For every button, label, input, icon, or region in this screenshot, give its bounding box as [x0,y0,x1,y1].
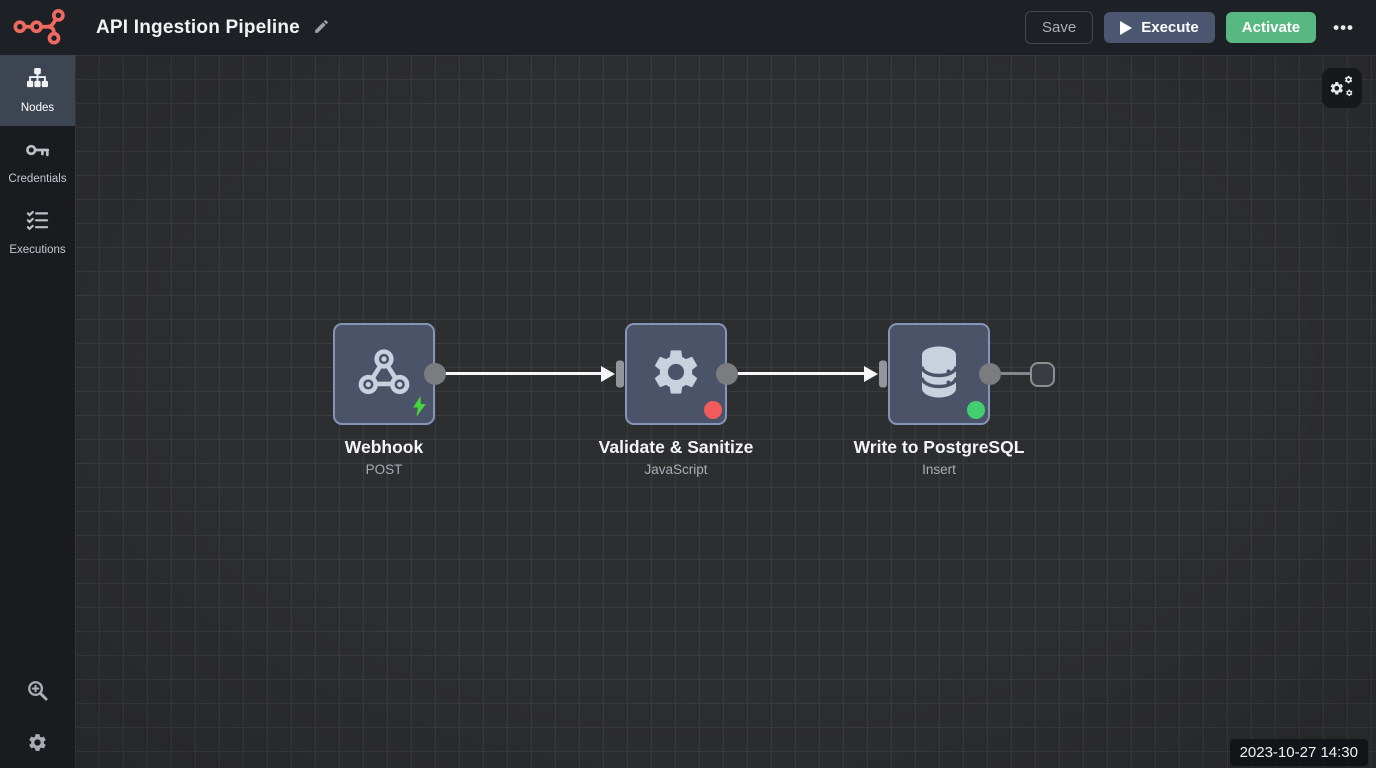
node-title: Validate & Sanitize [598,437,754,457]
connection-webhook-to-validate[interactable] [443,372,601,375]
sidebar-item-label: Nodes [20,102,55,114]
node-postgres-box[interactable] [879,323,1001,425]
execute-button[interactable]: Execute [1104,12,1215,43]
brand-nodes-icon [11,4,69,51]
gears-icon [1329,74,1355,103]
success-status-dot [967,401,985,419]
output-port[interactable] [424,363,446,385]
node-title: Webhook [344,437,424,457]
zoom-in-icon [26,679,49,705]
timestamp-badge: 2023-10-27 14:30 [1229,739,1368,766]
execute-button-label: Execute [1141,19,1199,36]
output-port[interactable] [716,363,738,385]
node-validate-box[interactable] [616,323,738,425]
database-icon [915,344,963,405]
webhook-icon [358,347,410,402]
node-webhook-box[interactable] [333,323,446,425]
node-write-postgresql: Write to PostgreSQL Insert [854,323,1024,477]
sidebar-item-credentials[interactable]: Credentials [0,126,75,197]
list-check-icon [26,209,49,237]
error-status-dot [704,401,722,419]
app-logo [10,6,70,50]
gear-icon [649,345,703,404]
workflow-title-group: API Ingestion Pipeline [96,17,330,39]
connection-validate-to-postgres[interactable] [735,372,864,375]
workflow-settings-button[interactable] [1322,68,1362,108]
gear-icon [27,732,48,756]
sidebar-item-nodes[interactable]: Nodes [0,55,75,126]
settings-button[interactable] [27,732,48,756]
connection-postgres-to-stub[interactable] [993,372,1032,375]
sitemap-icon [26,67,49,95]
sidebar: Nodes Credentials Executions [0,55,75,768]
header-actions: Save Execute Activate ••• [1025,11,1360,44]
save-button[interactable]: Save [1025,11,1094,44]
workflow-canvas[interactable]: Webhook POST Validate & Sanitize JavaScr… [75,55,1376,768]
connection-arrowhead [601,366,615,382]
play-icon [1120,20,1133,35]
zoom-in-button[interactable] [26,679,49,705]
output-port[interactable] [979,363,1001,385]
connection-arrowhead [864,366,878,382]
node-webhook: Webhook POST [333,323,446,477]
edit-title-button[interactable] [313,18,330,38]
node-subtitle: POST [365,462,403,477]
sidebar-item-label: Credentials [8,172,67,185]
key-icon [25,139,50,166]
sidebar-item-executions[interactable]: Executions [0,197,75,268]
more-options-button[interactable]: ••• [1327,14,1360,42]
input-port[interactable] [879,360,887,388]
node-subtitle: Insert [922,462,956,477]
input-port[interactable] [616,360,624,388]
node-title: Write to PostgreSQL [853,437,1025,457]
top-bar: API Ingestion Pipeline Save Execute Acti… [0,0,1376,55]
node-validate-sanitize: Validate & Sanitize JavaScript [599,323,753,477]
add-node-stub[interactable] [1030,362,1055,387]
sidebar-bottom-tools [0,679,75,756]
lightning-bolt-icon [412,396,427,422]
pencil-icon [313,18,330,38]
sidebar-item-label: Executions [9,244,66,256]
activate-button[interactable]: Activate [1225,12,1317,43]
page-title: API Ingestion Pipeline [96,16,300,38]
node-subtitle: JavaScript [644,462,708,477]
